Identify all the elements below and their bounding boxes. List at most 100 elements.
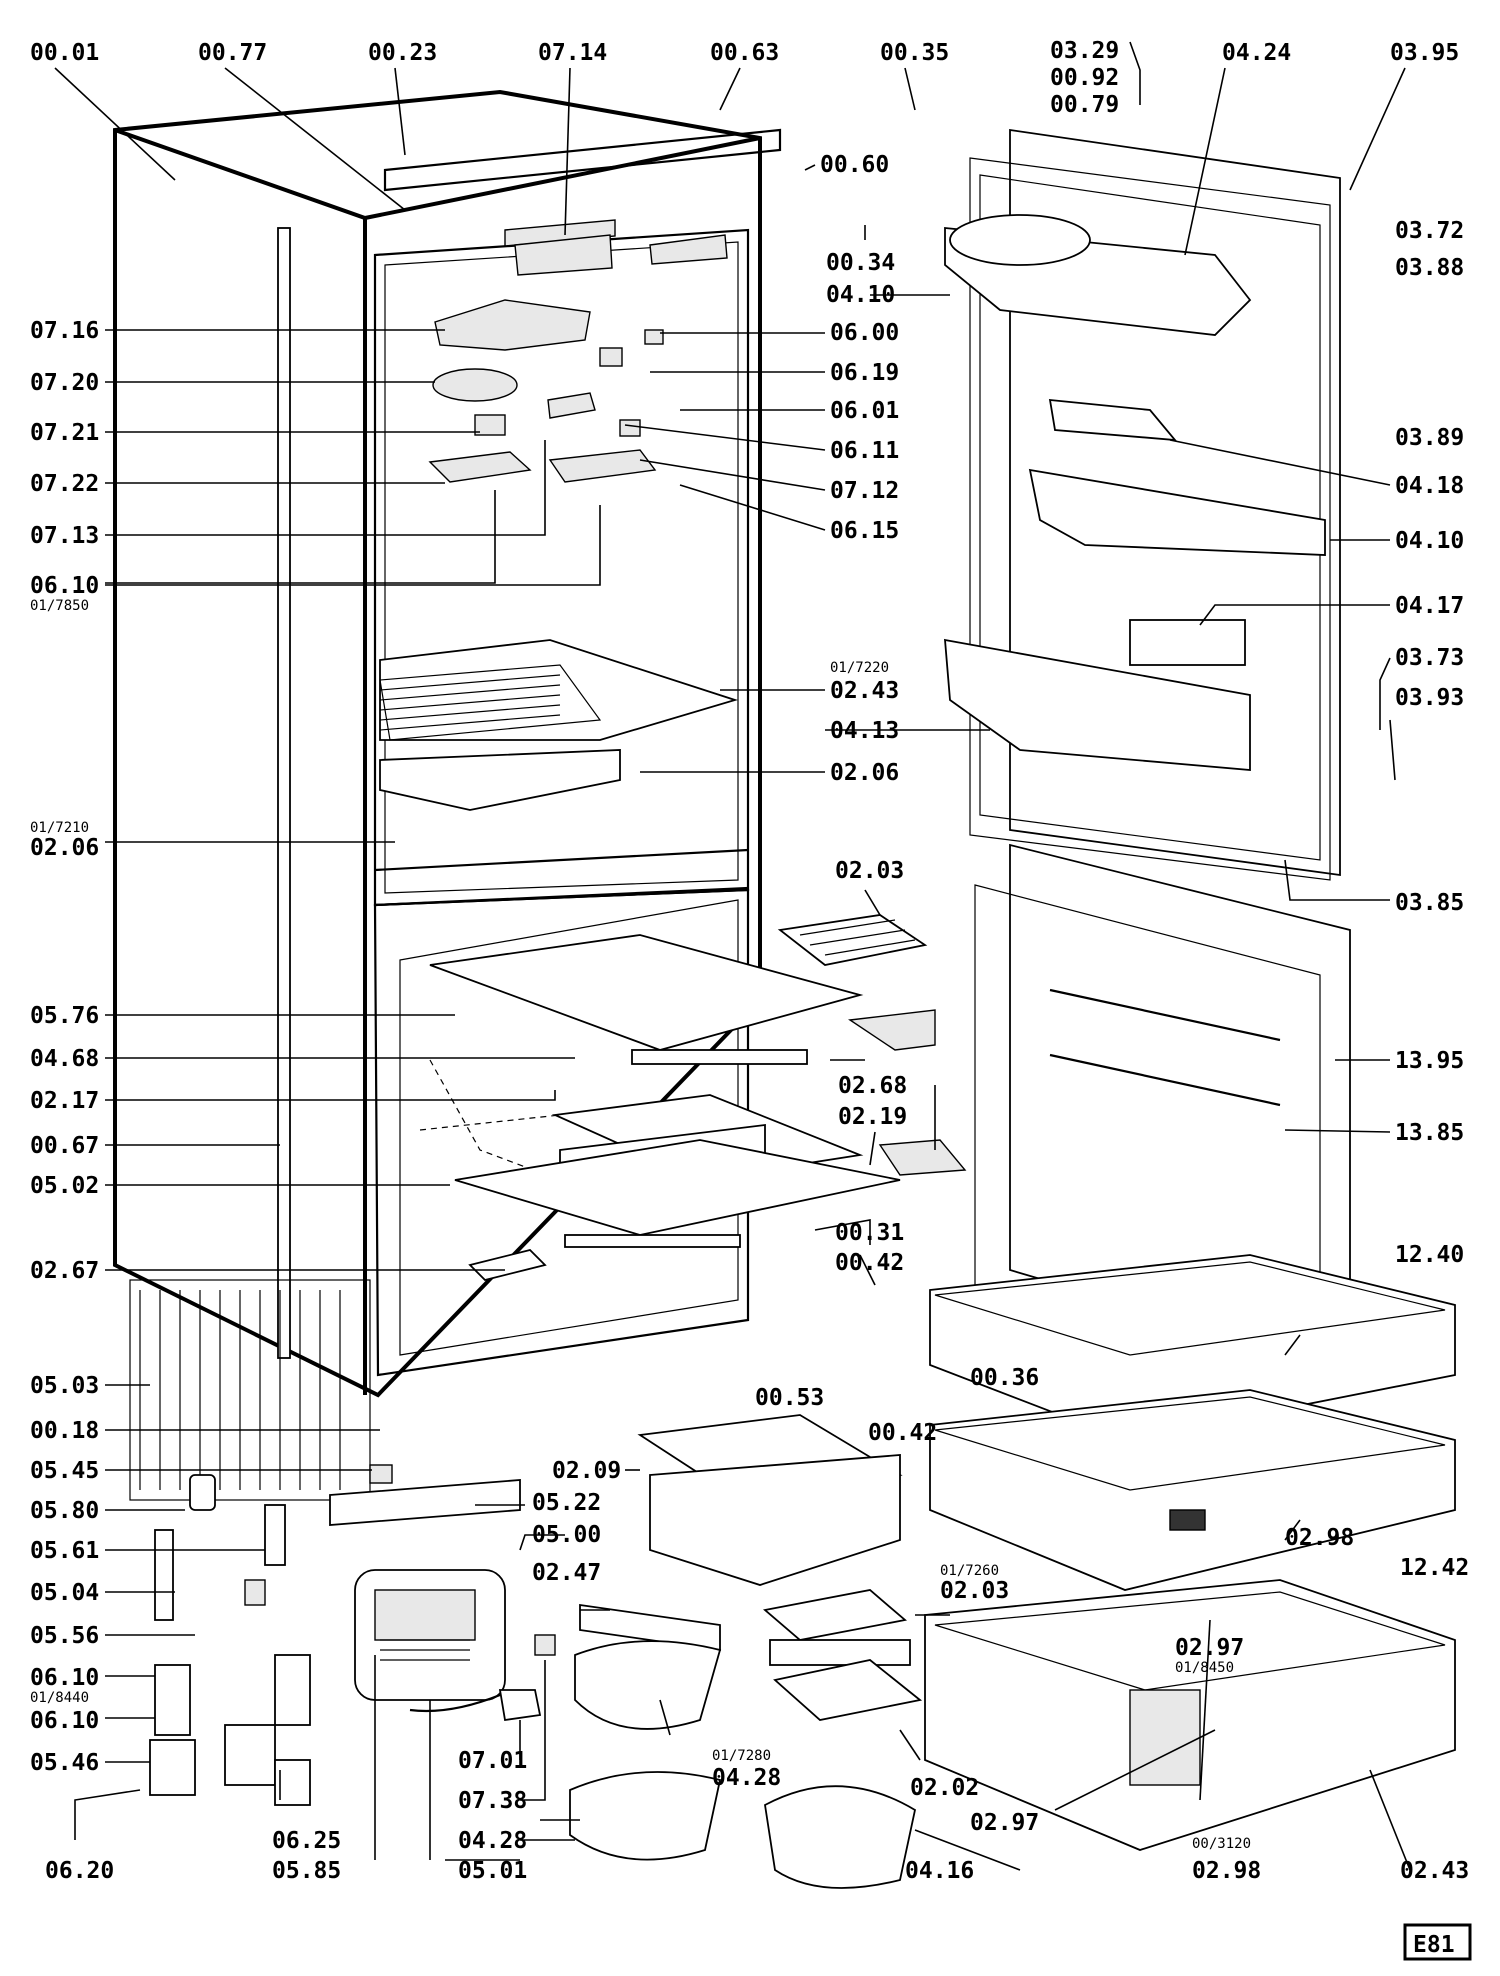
- label-02-17: 02.17: [30, 1088, 99, 1114]
- label-05-56: 05.56: [30, 1623, 99, 1649]
- label-00-67: 00.67: [30, 1133, 99, 1159]
- label-13-95: 13.95: [1395, 1048, 1464, 1074]
- label-12-42: 12.42: [1400, 1555, 1469, 1581]
- label-05-45: 05.45: [30, 1458, 99, 1484]
- label-02-97-bottom: 02.97: [970, 1810, 1039, 1836]
- label-05-76: 05.76: [30, 1003, 99, 1029]
- label-03-29: 03.29: [1050, 38, 1119, 64]
- label-02-68: 02.68: [838, 1073, 907, 1099]
- label-02-47: 02.47: [532, 1560, 601, 1586]
- label-05-03: 05.03: [30, 1373, 99, 1399]
- label-00-60: 00.60: [820, 152, 889, 178]
- label-00-01: 00.01: [30, 40, 99, 66]
- label-00-53: 00.53: [755, 1385, 824, 1411]
- label-00-92: 00.92: [1050, 65, 1119, 91]
- label-07-22: 07.22: [30, 471, 99, 497]
- label-03-73: 03.73: [1395, 645, 1464, 671]
- label-00-36: 00.36: [970, 1365, 1039, 1391]
- interior-parts-drawing: [379, 234, 967, 1281]
- label-05-04: 05.04: [30, 1580, 99, 1606]
- cabinet-drawing: [113, 89, 782, 1501]
- label-00-42-top: 00.42: [835, 1250, 904, 1276]
- label-03-88: 03.88: [1395, 255, 1464, 281]
- label-07-01: 07.01: [458, 1748, 527, 1774]
- label-02-98-bottom: 02.98: [1192, 1858, 1261, 1884]
- label-03-89: 03.89: [1395, 425, 1464, 451]
- label-00-35: 00.35: [880, 40, 949, 66]
- label-05-61: 05.61: [30, 1538, 99, 1564]
- lower-parts-drawing: [149, 1414, 923, 1889]
- sublabel-01-7210: 01/7210: [30, 820, 89, 836]
- label-00-34: 00.34: [826, 250, 895, 276]
- label-02-03-bottom: 02.03: [940, 1578, 1009, 1604]
- label-06-11: 06.11: [830, 438, 899, 464]
- label-04-28-top: 04.28: [712, 1765, 781, 1791]
- label-04-68: 04.68: [30, 1046, 99, 1072]
- leader-lines: [54, 41, 1411, 1871]
- sublabel-01-7260: 01/7260: [940, 1563, 999, 1579]
- label-07-16: 07.16: [30, 318, 99, 344]
- label-03-72: 03.72: [1395, 218, 1464, 244]
- label-05-22: 05.22: [532, 1490, 601, 1516]
- label-06-15: 06.15: [830, 518, 899, 544]
- label-02-19: 02.19: [838, 1104, 907, 1130]
- label-03-95: 03.95: [1390, 40, 1459, 66]
- condenser-grille: [129, 1279, 371, 1501]
- label-04-10-top: 04.10: [826, 282, 895, 308]
- label-02-06-left: 02.06: [30, 835, 99, 861]
- label-00-31: 00.31: [835, 1220, 904, 1246]
- sublabel-01-7220: 01/7220: [830, 660, 889, 676]
- drawers-drawing: [924, 1254, 1456, 1851]
- label-02-43-top: 02.43: [830, 678, 899, 704]
- sublabel-01-7280: 01/7280: [712, 1748, 771, 1764]
- label-13-85: 13.85: [1395, 1120, 1464, 1146]
- label-03-93: 03.93: [1395, 685, 1464, 711]
- label-12-40: 12.40: [1395, 1242, 1464, 1268]
- label-00-18: 00.18: [30, 1418, 99, 1444]
- label-06-25: 06.25: [272, 1828, 341, 1854]
- label-02-67: 02.67: [30, 1258, 99, 1284]
- label-00-42-bottom: 00.42: [868, 1420, 937, 1446]
- label-06-10-c: 06.10: [30, 1708, 99, 1734]
- label-05-02: 05.02: [30, 1173, 99, 1199]
- label-00-77: 00.77: [198, 40, 267, 66]
- label-07-12: 07.12: [830, 478, 899, 504]
- label-04-28-bottom: 04.28: [458, 1828, 527, 1854]
- sublabel-01-8440: 01/8440: [30, 1690, 89, 1706]
- label-02-02: 02.02: [910, 1775, 979, 1801]
- label-02-03-top: 02.03: [835, 858, 904, 884]
- label-02-09: 02.09: [552, 1458, 621, 1484]
- label-07-21: 07.21: [30, 420, 99, 446]
- label-06-20: 06.20: [45, 1858, 114, 1884]
- label-07-38: 07.38: [458, 1788, 527, 1814]
- label-04-10-mid: 04.10: [1395, 528, 1464, 554]
- label-05-46: 05.46: [30, 1750, 99, 1776]
- sheet-code-box: E81: [1403, 1923, 1472, 1961]
- label-06-10-b: 06.10: [30, 1665, 99, 1691]
- sublabel-01-8450: 01/8450: [1175, 1660, 1234, 1676]
- fridge-door-drawing: [944, 128, 1341, 881]
- label-06-01: 06.01: [830, 398, 899, 424]
- label-03-85: 03.85: [1395, 890, 1464, 916]
- label-02-43-bottom: 02.43: [1400, 1858, 1469, 1884]
- sublabel-00-3120: 00/3120: [1192, 1836, 1251, 1852]
- sheet-code: E81: [1413, 1932, 1455, 1958]
- label-05-80: 05.80: [30, 1498, 99, 1524]
- label-04-16: 04.16: [905, 1858, 974, 1884]
- label-00-23: 00.23: [368, 40, 437, 66]
- label-00-79: 00.79: [1050, 92, 1119, 118]
- label-02-06-right: 02.06: [830, 760, 899, 786]
- label-05-00: 05.00: [532, 1522, 601, 1548]
- label-06-00: 06.00: [830, 320, 899, 346]
- label-02-98-drawer: 02.98: [1285, 1525, 1354, 1551]
- label-04-18: 04.18: [1395, 473, 1464, 499]
- label-06-10-a: 06.10: [30, 573, 99, 599]
- label-06-19: 06.19: [830, 360, 899, 386]
- label-04-24: 04.24: [1222, 40, 1291, 66]
- label-07-13: 07.13: [30, 523, 99, 549]
- label-00-63: 00.63: [710, 40, 779, 66]
- label-07-14: 07.14: [538, 40, 607, 66]
- part-number-labels: 00.01 00.77 00.23 07.14 00.63 00.35 03.2…: [30, 38, 1469, 1884]
- label-04-13: 04.13: [830, 718, 899, 744]
